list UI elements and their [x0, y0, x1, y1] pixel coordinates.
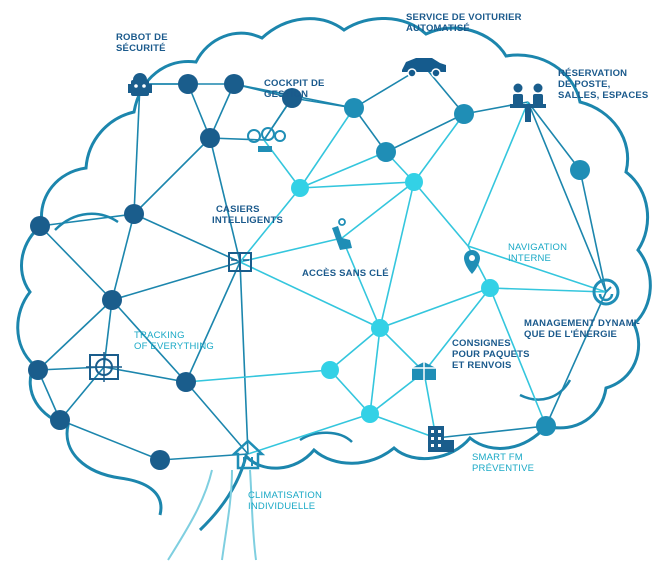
network-link: [527, 101, 581, 171]
network-link: [379, 181, 415, 329]
network-node: [30, 216, 50, 236]
network-node: [536, 416, 556, 436]
network-link: [111, 299, 187, 383]
network-link: [133, 83, 141, 215]
network-node: [50, 410, 70, 430]
network-link: [467, 245, 607, 293]
network-link: [369, 327, 381, 415]
network-link: [413, 181, 469, 247]
dashboard-icon: [247, 127, 286, 152]
network-link: [341, 237, 381, 329]
network-node: [200, 128, 220, 148]
network-node: [176, 372, 196, 392]
network-link: [239, 261, 381, 329]
network-link: [385, 113, 465, 153]
network-node: [321, 361, 339, 379]
network-node: [481, 279, 499, 297]
network-node: [291, 179, 309, 197]
network-link: [239, 261, 249, 455]
package-box-icon: [412, 362, 436, 380]
network-link: [59, 419, 161, 461]
network-link: [379, 287, 491, 329]
network-link: [39, 225, 113, 301]
network-link: [423, 65, 465, 115]
locker-icon: [228, 252, 252, 272]
network-node: [454, 104, 474, 124]
network-node: [124, 204, 144, 224]
network-node: [371, 319, 389, 337]
network-link: [579, 169, 607, 293]
house-climate-icon: [230, 439, 266, 470]
energy-gauge-icon: [592, 278, 620, 306]
phone-key-icon: [332, 218, 352, 250]
network-node: [570, 160, 590, 180]
network-link: [103, 299, 113, 368]
network-link: [185, 261, 241, 383]
network-link: [329, 327, 381, 371]
brain-inner-fold: [54, 212, 572, 443]
robot-icon: [128, 73, 152, 96]
network-node: [282, 88, 302, 108]
map-pin-icon: [464, 250, 480, 274]
network-link: [413, 113, 465, 183]
network-link: [423, 287, 491, 373]
building-icon: [428, 426, 454, 452]
people-desk-icon: [510, 83, 546, 122]
network-link: [329, 369, 371, 415]
tracking-target-icon: [86, 352, 122, 382]
network-link: [111, 213, 135, 301]
network-link: [299, 151, 387, 189]
network-link: [185, 381, 249, 455]
network-node: [224, 74, 244, 94]
label-management: MANAGEMENT DYNAMI-QUE DE L'ÉNERGIE: [524, 318, 641, 340]
network-link: [435, 425, 547, 439]
network-nodes: [28, 74, 590, 470]
network-node: [344, 98, 364, 118]
network-node: [102, 290, 122, 310]
network-link: [111, 261, 241, 301]
network-node: [178, 74, 198, 94]
network-link: [489, 287, 607, 293]
brain-outline: [16, 17, 652, 532]
network-link: [37, 299, 113, 371]
network-link: [527, 101, 607, 293]
brain-stem: [167, 469, 257, 561]
network-node: [150, 450, 170, 470]
network-link: [209, 137, 241, 263]
network-link: [369, 413, 437, 439]
network-link: [467, 101, 529, 247]
network-link: [341, 181, 415, 239]
network-link: [545, 291, 607, 427]
network-link: [489, 287, 547, 427]
network-node: [376, 142, 396, 162]
network-link: [185, 369, 331, 383]
network-link: [39, 213, 135, 227]
network-link: [133, 213, 241, 263]
label-acces: ACCÈS SANS CLÉ: [302, 268, 389, 279]
network-node: [28, 360, 48, 380]
network-link: [299, 107, 355, 189]
network-link: [379, 327, 425, 373]
network-link: [247, 413, 371, 455]
car-icon: [402, 58, 446, 78]
network-link: [239, 187, 301, 263]
network-link: [299, 181, 415, 189]
network-node: [405, 173, 423, 191]
network-node: [361, 405, 379, 423]
network-link: [239, 237, 343, 263]
network-link: [133, 137, 211, 215]
network-link: [59, 366, 105, 421]
